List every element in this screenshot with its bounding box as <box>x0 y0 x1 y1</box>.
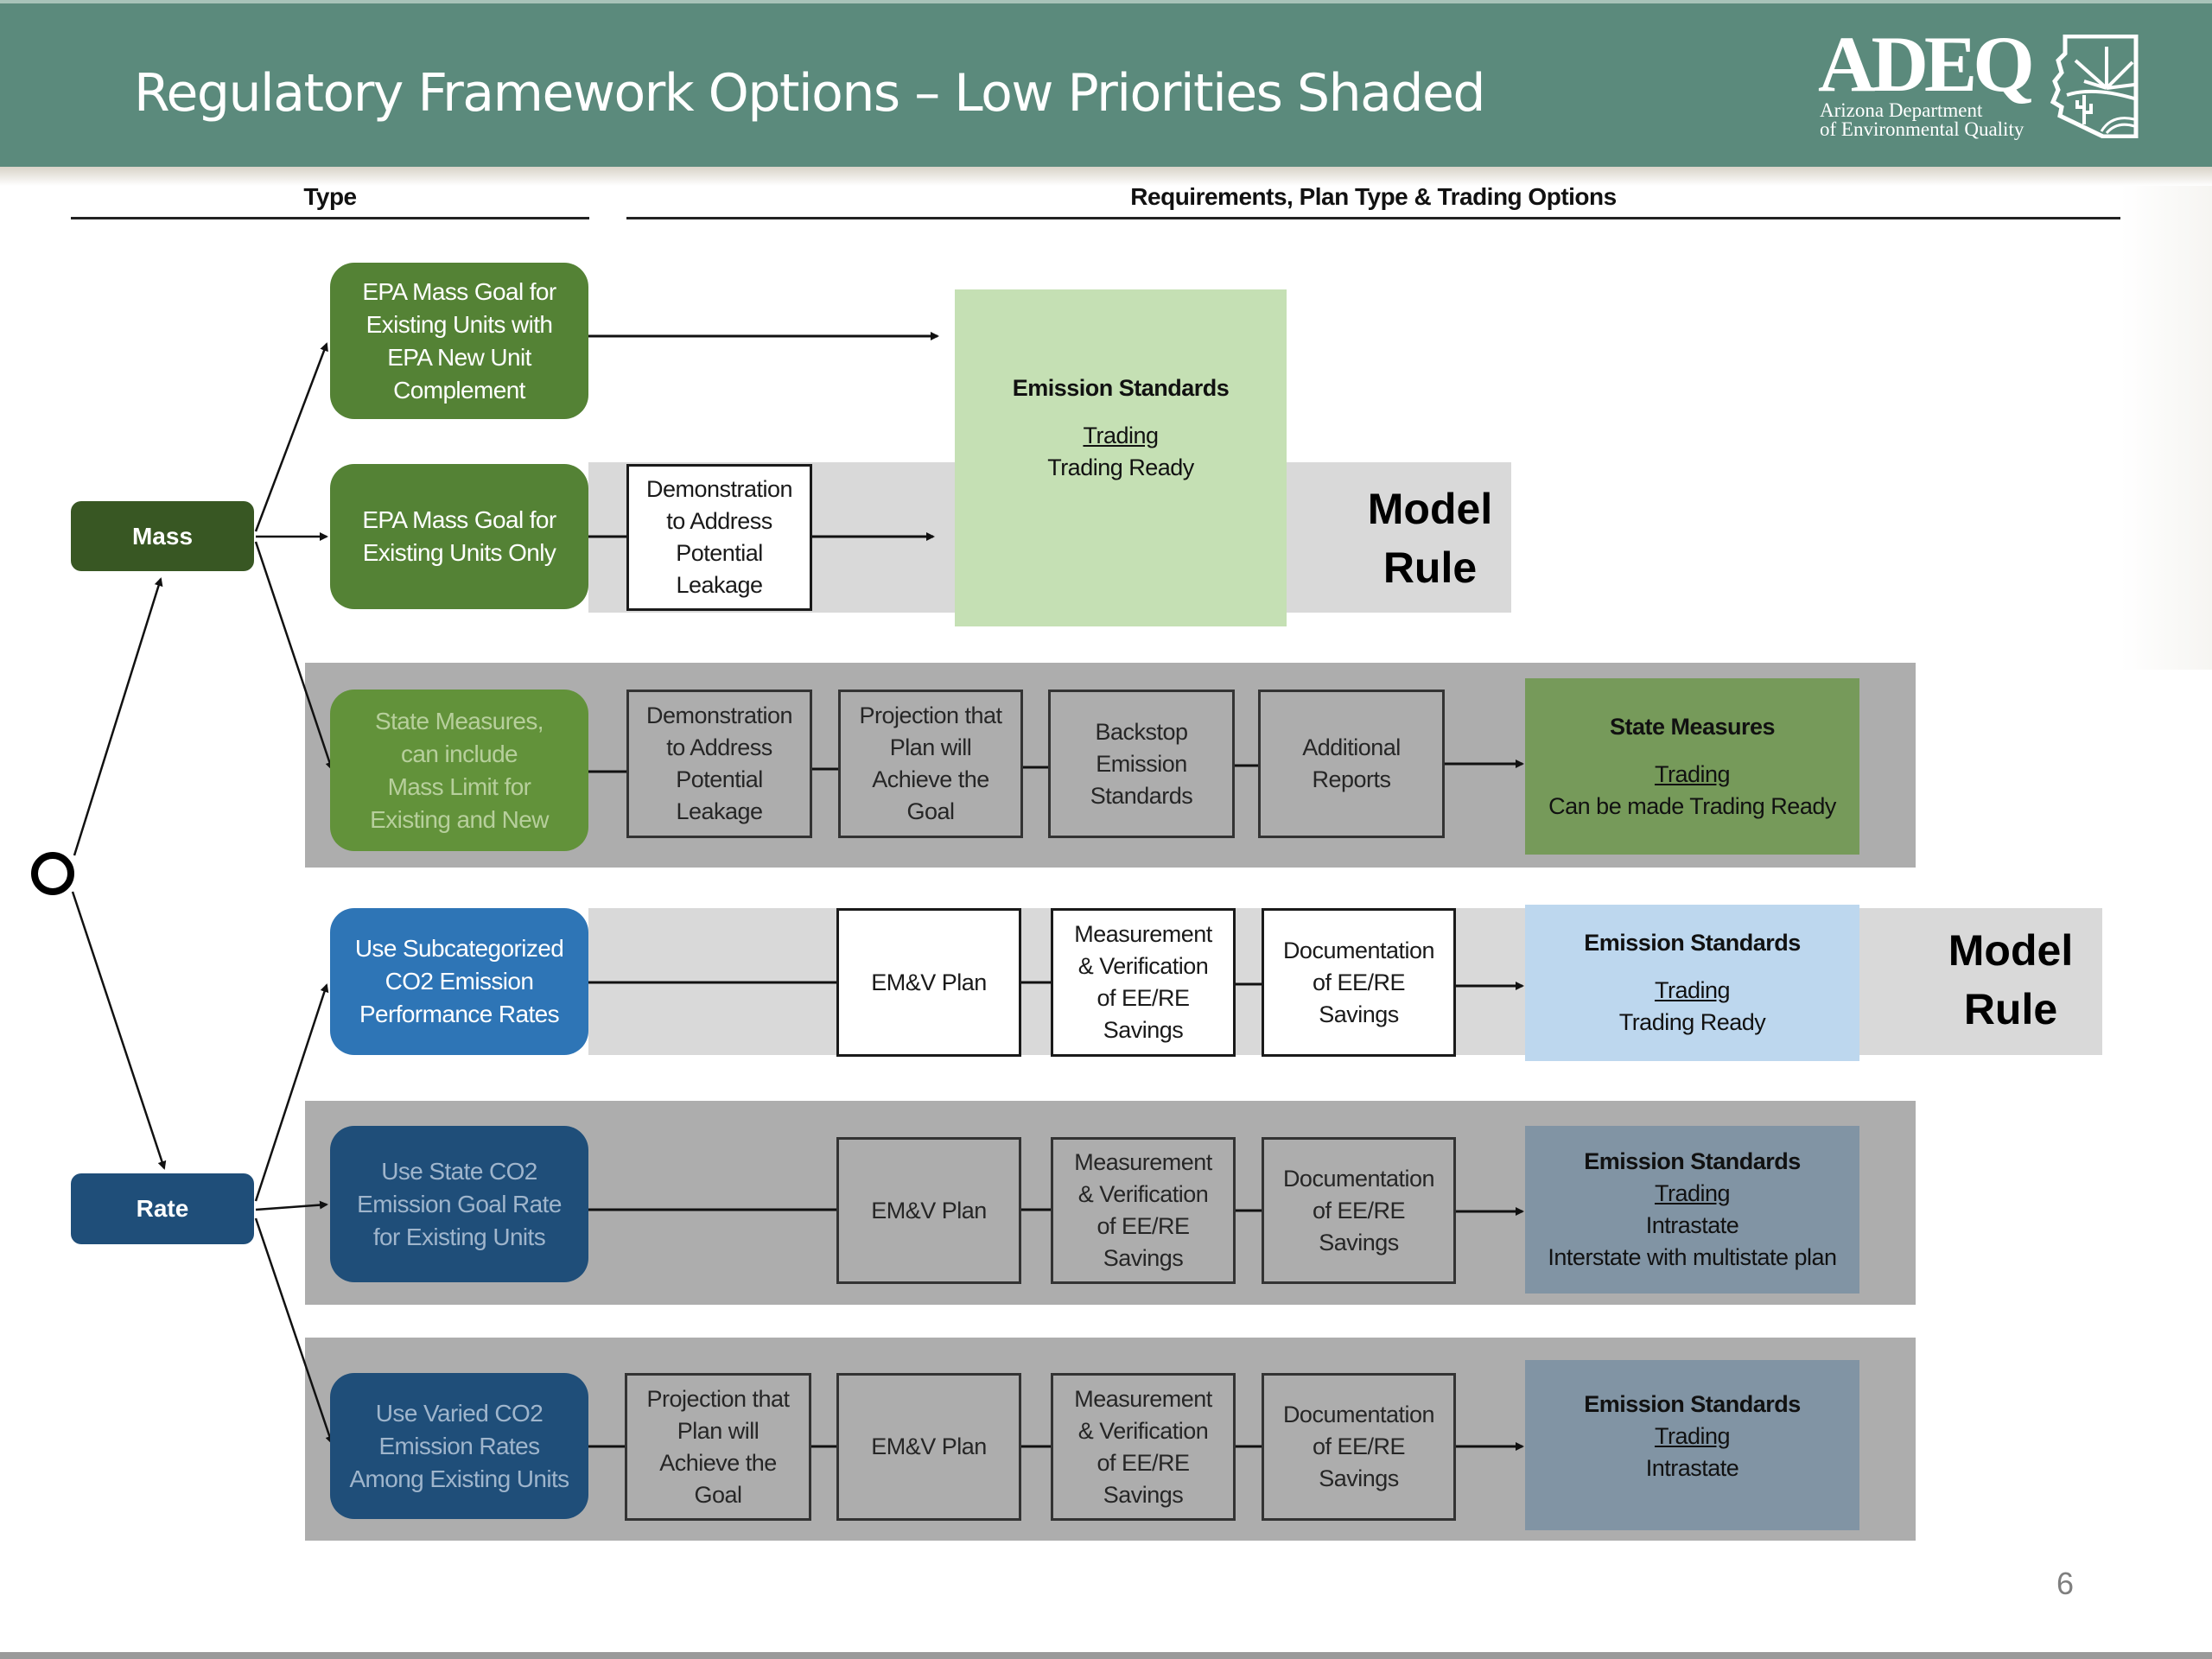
outcome-detail: Intrastate <box>1645 1212 1739 1238</box>
step-emv-plan[interactable]: EM&V Plan <box>836 908 1021 1057</box>
outcome-state-measures[interactable]: State Measures Trading Can be made Tradi… <box>1525 678 1859 855</box>
outcome-emission-standards-rate[interactable]: Emission Standards Trading Trading Ready <box>1525 905 1859 1061</box>
outcome-title: Emission Standards <box>1012 374 1230 401</box>
logo-wordmark: ADEQ <box>1818 20 2035 108</box>
outcome-emission-standards-varied-rates[interactable]: Emission Standards Trading Intrastate <box>1525 1360 1859 1530</box>
step-emv-plan[interactable]: EM&V Plan <box>836 1137 1021 1284</box>
arrow-mass-to-row3 <box>254 541 334 771</box>
adeq-logo: ADEQ Arizona Department of Environmental… <box>1818 24 2139 143</box>
bottom-border <box>0 1652 2212 1659</box>
outcome-detail: Trading Ready <box>1618 1009 1766 1035</box>
page-number: 6 <box>2056 1566 2075 1601</box>
outcome-title: Emission Standards <box>1584 1391 1801 1417</box>
outcome-title: Emission Standards <box>1584 1148 1801 1174</box>
background-decoration <box>2120 186 2212 670</box>
outcome-mass-emission-standards[interactable]: Emission Standards Trading Trading Ready <box>955 289 1287 626</box>
step-emv-plan[interactable]: EM&V Plan <box>836 1373 1021 1521</box>
outcome-detail: Can be made Trading Ready <box>1548 792 1836 819</box>
outcome-title: Emission Standards <box>1584 930 1801 956</box>
slide-header <box>0 0 2212 167</box>
type-node-rate[interactable]: Rate <box>71 1173 254 1244</box>
logo-line-1: Arizona Department <box>1820 99 1983 121</box>
arrow-mass-to-row1 <box>254 342 328 532</box>
outcome-trading-label: Trading <box>1654 1423 1731 1449</box>
outcome-trading-label: Trading <box>1654 760 1731 787</box>
header-shadow <box>0 167 2212 186</box>
outcome-trading-label: Trading <box>1083 422 1159 448</box>
arrow-start-to-rate <box>71 891 167 1170</box>
outcome-detail: Trading Ready <box>1047 454 1194 480</box>
arrow-rate-to-row6 <box>254 1217 334 1445</box>
start-node-circle <box>31 852 74 895</box>
outcome-emission-standards-state-rate[interactable]: Emission Standards Trading Intrastate In… <box>1525 1126 1859 1294</box>
slide-title: Regulatory Framework Options – Low Prior… <box>134 63 1485 124</box>
outcome-detail: Intrastate <box>1645 1455 1739 1481</box>
outcome-trading-label: Trading <box>1654 977 1731 1003</box>
column-header-type: Type <box>303 183 357 210</box>
column-rule-type <box>71 217 589 219</box>
arrow-rate-to-row4 <box>254 983 329 1202</box>
column-header-requirements: Requirements, Plan Type & Trading Option… <box>1130 183 1617 210</box>
type-node-mass[interactable]: Mass <box>71 501 254 571</box>
column-rule-requirements <box>626 217 2120 219</box>
logo-line-2: of Environmental Quality <box>1820 118 2024 140</box>
arrow-rate-to-row5 <box>255 1200 328 1211</box>
outcome-title: State Measures <box>1609 713 1776 740</box>
outcome-detail: Interstate with multistate plan <box>1548 1244 1837 1270</box>
arizona-state-outline-icon <box>2050 35 2139 138</box>
outcome-trading-label: Trading <box>1654 1180 1731 1206</box>
arrow-start-to-mass <box>73 577 163 856</box>
